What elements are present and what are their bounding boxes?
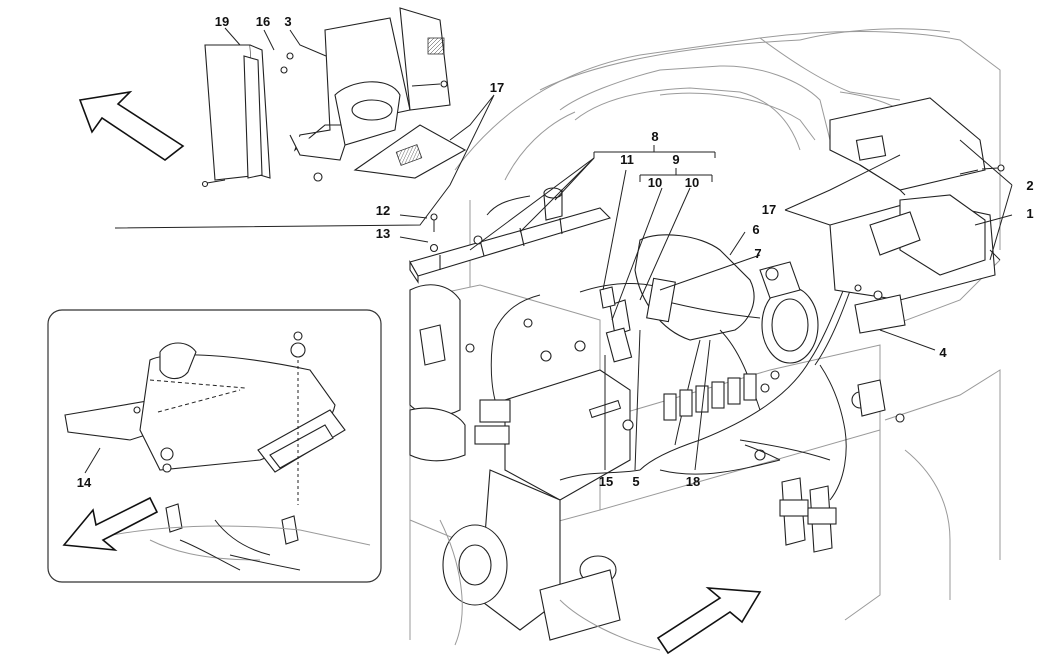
callout-5: 5 bbox=[632, 474, 639, 489]
callout-8: 8 bbox=[651, 129, 658, 144]
arrow-bottom-right bbox=[656, 587, 762, 655]
ecu-assembly bbox=[829, 97, 1005, 334]
callout-14: 14 bbox=[77, 475, 92, 490]
callout-10-right: 10 bbox=[685, 175, 699, 190]
callout-15: 15 bbox=[599, 474, 613, 489]
callout-12: 12 bbox=[376, 203, 390, 218]
fuel-rail bbox=[409, 187, 612, 284]
callout-2: 2 bbox=[1026, 178, 1033, 193]
throttle-body bbox=[599, 234, 819, 364]
wiring-harness bbox=[465, 254, 863, 501]
callout-7: 7 bbox=[754, 246, 761, 261]
arrow-inset bbox=[62, 496, 159, 552]
callout-9: 9 bbox=[672, 152, 679, 167]
callout-3: 3 bbox=[284, 14, 291, 29]
callout-18: 18 bbox=[686, 474, 700, 489]
callout-13: 13 bbox=[376, 226, 390, 241]
callout-11: 11 bbox=[620, 152, 634, 167]
callout-16: 16 bbox=[256, 14, 270, 29]
callout-17-top: 17 bbox=[490, 80, 504, 95]
callout-19: 19 bbox=[215, 14, 229, 29]
injector-connectors bbox=[663, 373, 757, 421]
callout-10-left: 10 bbox=[648, 175, 662, 190]
arrow-top-left bbox=[78, 90, 185, 161]
leader-lines bbox=[84, 27, 1013, 474]
callout-1: 1 bbox=[1026, 206, 1033, 221]
callout-4: 4 bbox=[939, 345, 947, 360]
callout-labels: 19 16 3 17 8 11 9 10 10 12 13 6 7 17 2 1… bbox=[77, 14, 1034, 490]
air-duct-assembly bbox=[201, 7, 467, 188]
callout-6: 6 bbox=[752, 222, 759, 237]
callout-17-right: 17 bbox=[762, 202, 776, 217]
connector-bracket bbox=[744, 370, 905, 553]
